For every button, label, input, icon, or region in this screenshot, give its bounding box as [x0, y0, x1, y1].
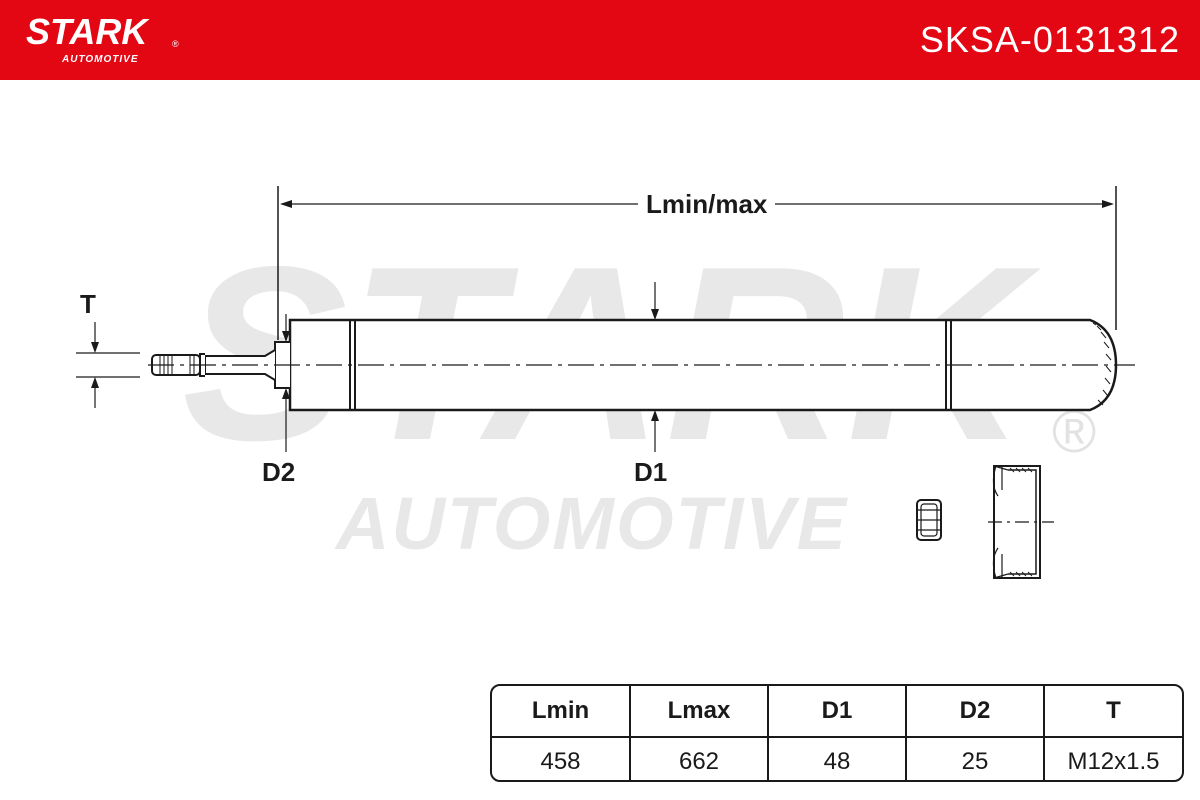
watermark-subtitle: AUTOMOTIVE — [336, 482, 848, 565]
specs-header-cell: Lmax — [630, 686, 769, 738]
brand-logo: STARK — [26, 11, 148, 52]
specs-header-cell: D2 — [906, 686, 1045, 738]
specs-header-row: Lmin Lmax D1 D2 T — [492, 686, 1182, 738]
header-bar: STARK ® AUTOMOTIVE SKSA-0131312 — [0, 0, 1200, 80]
watermark-registered: ® — [1052, 398, 1097, 465]
brand-subtitle: AUTOMOTIVE — [62, 54, 139, 65]
rod-diameter-label: D2 — [254, 458, 304, 486]
specs-header-cell: T — [1044, 686, 1182, 738]
specs-header-cell: Lmin — [492, 686, 631, 738]
specs-value-cell: M12x1.5 — [1067, 748, 1160, 775]
specs-value-row: 458 662 48 25 M12x1.5 — [492, 737, 1182, 780]
specs-header-cell: D1 — [768, 686, 907, 738]
shock-absorber-drawing — [76, 186, 1135, 579]
specs-value-cell: 458 — [492, 737, 631, 780]
length-dimension-label: Lmin/max — [638, 190, 776, 218]
body-diameter-label: D1 — [626, 458, 676, 486]
specs-table: Lmin Lmax D1 D2 T 458 662 48 25 M12x1.5 — [490, 684, 1184, 782]
part-number: SKSA-0131312 — [919, 19, 1180, 60]
specs-value-cell: 25 — [906, 737, 1045, 780]
specs-value-cell: 662 — [630, 737, 769, 780]
brand-registered-mark: ® — [172, 39, 179, 49]
thread-dimension-label: T — [76, 290, 100, 318]
specs-value-cell: 48 — [768, 737, 907, 780]
